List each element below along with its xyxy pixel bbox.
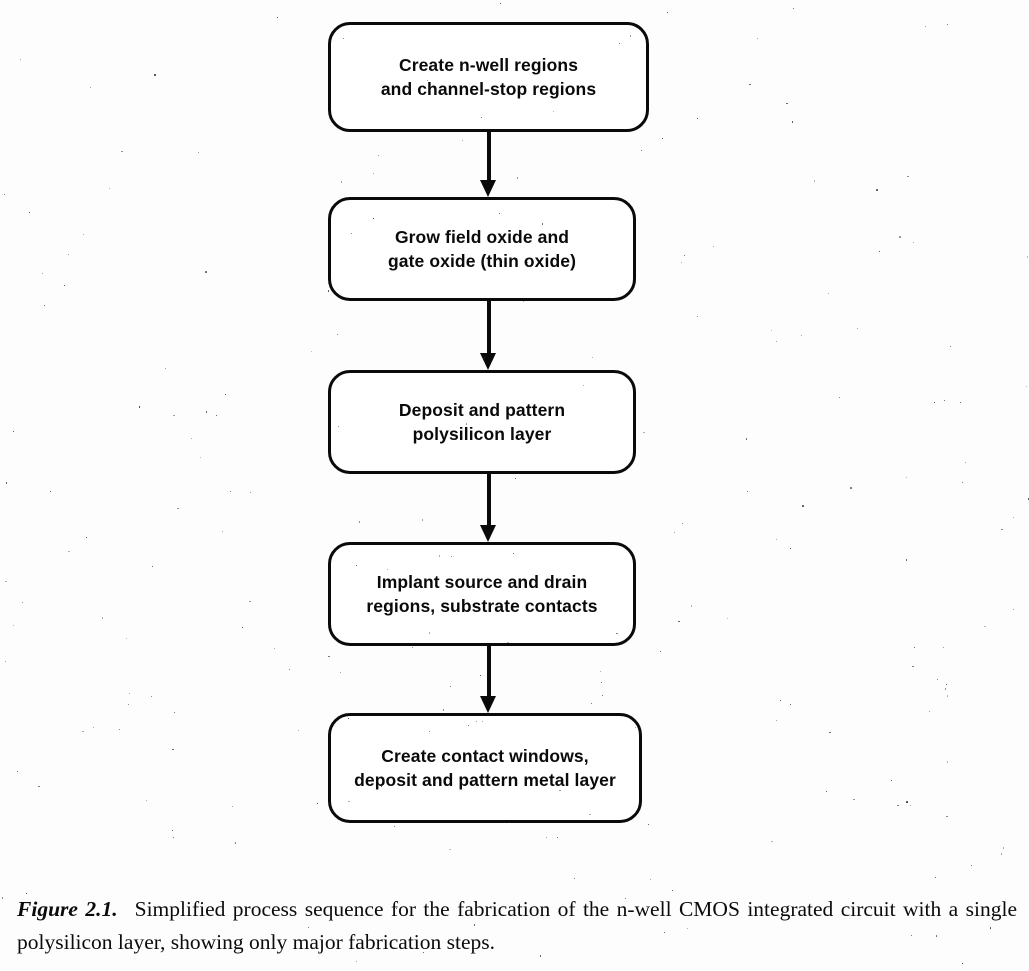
figure-caption: Figure 2.1.Simplified process sequence f…: [17, 893, 1017, 959]
process-flowchart: Create n-well regions and channel-stop r…: [328, 22, 649, 823]
arrowhead-down-icon: [480, 353, 496, 370]
arrow-shaft: [487, 646, 491, 698]
flow-node-1: Create n-well regions and channel-stop r…: [328, 22, 649, 132]
arrowhead-down-icon: [480, 180, 496, 197]
flow-node-5-label: Create contact windows, deposit and patt…: [354, 746, 616, 790]
flow-arrow-3-to-4: [474, 474, 504, 542]
flow-node-2-label: Grow field oxide and gate oxide (thin ox…: [387, 227, 576, 271]
flow-node-4: Implant source and drain regions, substr…: [328, 542, 636, 646]
figure-caption-text: Simplified process sequence for the fabr…: [17, 897, 1017, 954]
arrowhead-down-icon: [480, 525, 496, 542]
flow-node-3: Deposit and pattern polysilicon layer: [328, 370, 636, 474]
flow-arrow-1-to-2: [474, 132, 504, 197]
arrow-shaft: [487, 301, 491, 355]
flow-node-2: Grow field oxide and gate oxide (thin ox…: [328, 197, 636, 301]
figure-number: Figure 2.1.: [17, 897, 118, 921]
arrow-shaft: [487, 132, 491, 182]
arrow-shaft: [487, 474, 491, 527]
flow-node-4-label: Implant source and drain regions, substr…: [366, 572, 598, 616]
flow-node-1-label: Create n-well regions and channel-stop r…: [380, 55, 597, 99]
flow-arrow-4-to-5: [474, 646, 504, 713]
arrowhead-down-icon: [480, 696, 496, 713]
flow-node-5: Create contact windows, deposit and patt…: [328, 713, 642, 823]
flow-node-3-label: Deposit and pattern polysilicon layer: [398, 400, 566, 444]
flow-arrow-2-to-3: [474, 301, 504, 370]
